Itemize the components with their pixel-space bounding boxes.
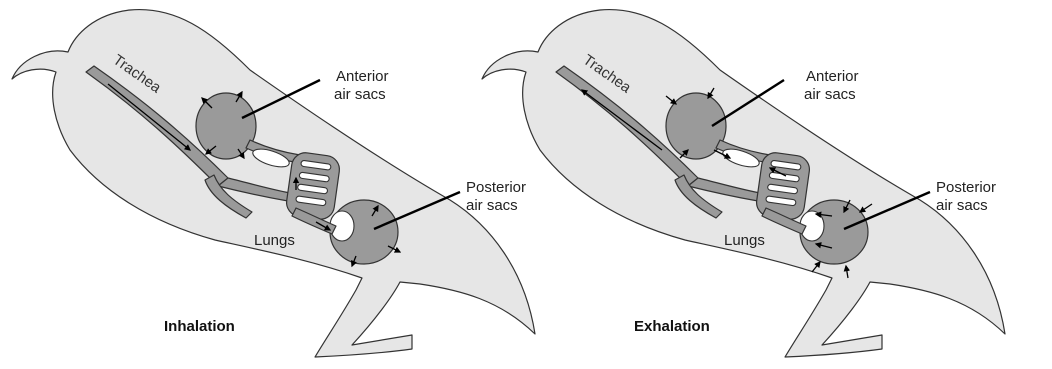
lungs-label: Lungs: [254, 232, 295, 249]
exhalation-panel: Trachea Anterior air sacs Posterior air …: [482, 10, 1005, 357]
anterior-label-line1: Anterior: [336, 68, 389, 85]
inhalation-panel: Trachea Anterior air sacs Posterior air …: [12, 10, 535, 357]
panel-title: Exhalation: [634, 318, 710, 335]
posterior-label-line1: Posterior: [466, 179, 526, 196]
anterior-label-line2: air sacs: [804, 86, 856, 103]
lungs-label: Lungs: [724, 232, 765, 249]
anterior-label-line1: Anterior: [806, 68, 859, 85]
bird-illustration: [482, 10, 1005, 357]
bird-illustration: [12, 10, 535, 357]
posterior-label-line2: air sacs: [936, 197, 988, 214]
posterior-label-line1: Posterior: [936, 179, 996, 196]
anterior-label-line2: air sacs: [334, 86, 386, 103]
posterior-label-line2: air sacs: [466, 197, 518, 214]
panel-title: Inhalation: [164, 318, 235, 335]
